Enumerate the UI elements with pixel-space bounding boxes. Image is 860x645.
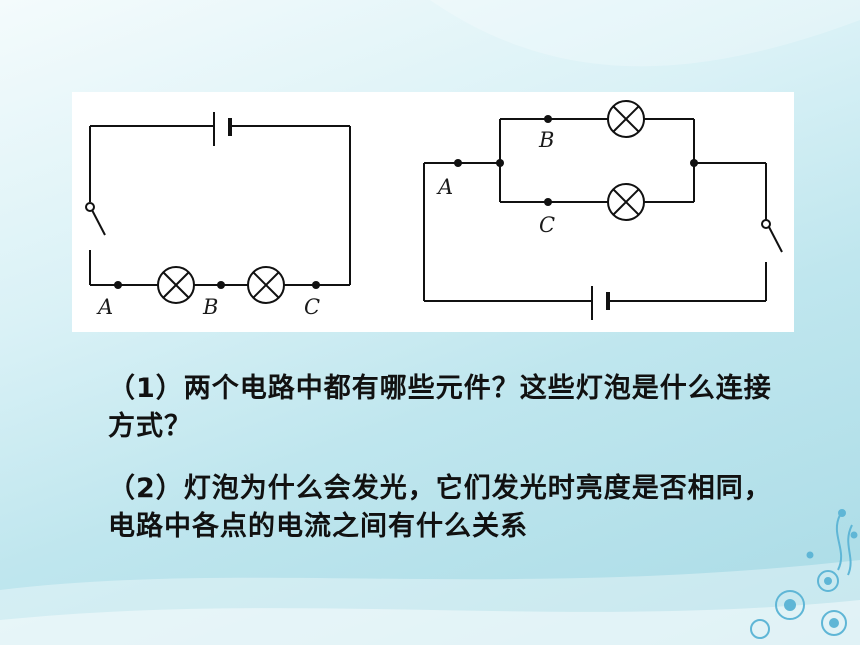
series-label-c: C xyxy=(304,295,320,319)
battery-icon xyxy=(591,286,610,320)
series-label-a: A xyxy=(96,295,113,319)
question-2: （2）灯泡为什么会发光，它们发光时亮度是否相同，电路中各点的电流之间有什么关系 xyxy=(108,473,772,542)
parallel-point-c xyxy=(544,198,552,206)
parallel-points xyxy=(454,115,698,206)
circuit-diagram-panel: A B C xyxy=(72,92,794,332)
parallel-junction-right xyxy=(690,159,698,167)
parallel-junction-left xyxy=(496,159,504,167)
switch-icon xyxy=(85,202,106,236)
series-label-b: B xyxy=(202,295,218,319)
lamp-icon xyxy=(247,266,285,304)
parallel-label-c: C xyxy=(539,213,555,237)
question-1: （1）两个电路中都有哪些元件？这些灯泡是什么连接方式？ xyxy=(108,373,772,442)
series-point-c xyxy=(312,281,320,289)
parallel-label-a: A xyxy=(436,175,453,199)
parallel-circuit xyxy=(423,100,783,320)
battery-icon xyxy=(213,112,232,146)
circuit-diagrams: A B C xyxy=(85,100,783,320)
series-points xyxy=(114,281,320,289)
flower-decoration-icon xyxy=(750,509,858,639)
series-point-b xyxy=(217,281,225,289)
series-point-a xyxy=(114,281,122,289)
parallel-point-b xyxy=(544,115,552,123)
parallel-label-b: B xyxy=(538,128,554,152)
switch-icon xyxy=(761,219,783,253)
series-circuit xyxy=(85,112,351,304)
parallel-point-a xyxy=(454,159,462,167)
lamp-icon xyxy=(607,100,645,138)
lamp-icon xyxy=(157,266,195,304)
lamp-icon xyxy=(607,183,645,221)
